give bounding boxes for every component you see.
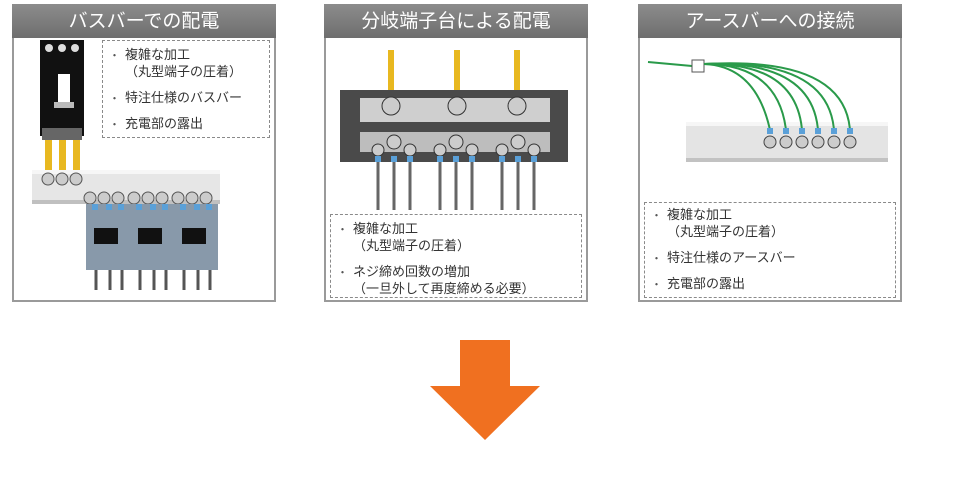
panel-title: 分岐端子台による配電	[324, 4, 588, 38]
note-item: ・充電部の露出	[651, 277, 746, 292]
note-item: ・特注仕様のアースバー	[651, 251, 796, 266]
down-arrow-icon	[430, 340, 540, 440]
note-item: ・複雑な加工（丸型端子の圧着）	[109, 48, 243, 80]
note-item: ・特注仕様のバスバー	[109, 91, 243, 106]
note-item: ・複雑な加工（丸型端子の圧着）	[337, 222, 471, 254]
note-item: ・複雑な加工（丸型端子の圧着）	[651, 208, 785, 240]
earth-bar-illustration	[647, 59, 888, 162]
notes-box: ・複雑な加工（丸型端子の圧着） ・特注仕様のアースバー ・充電部の露出	[644, 202, 896, 298]
panel-earth-bar-connection: アースバーへの接続 ・複雑な加工（丸型端子の圧着） ・特注仕様のアースバー	[638, 4, 902, 302]
terminal-block-illustration	[340, 50, 568, 210]
panel-busbar-distribution: バスバーでの配電	[12, 4, 276, 302]
note-item: ・ネジ締め回数の増加（一旦外して再度締める必要）	[337, 265, 535, 297]
note-item: ・充電部の露出	[109, 117, 204, 132]
panel-branch-terminal-block: 分岐端子台による配電 ・複雑な加工（丸型端子	[324, 4, 588, 302]
notes-box: ・複雑な加工（丸型端子の圧着） ・ネジ締め回数の増加（一旦外して再度締める必要）	[330, 214, 582, 298]
panel-title: アースバーへの接続	[638, 4, 902, 38]
panel-title: バスバーでの配電	[12, 4, 276, 38]
busbar-illustration	[32, 40, 220, 290]
notes-box: ・複雑な加工（丸型端子の圧着） ・特注仕様のバスバー ・充電部の露出	[102, 40, 270, 138]
